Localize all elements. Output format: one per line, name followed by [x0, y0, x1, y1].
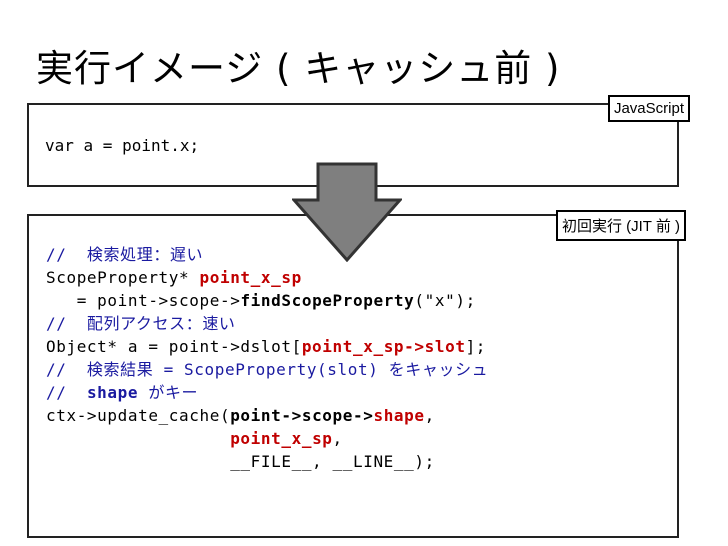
code-text: __FILE__, __LINE__); [46, 452, 435, 471]
javascript-code: var a = point.x; [45, 136, 200, 155]
code-text: ScopeProperty* [46, 268, 200, 287]
down-arrow-icon [292, 162, 402, 262]
code-bold: point->scope-> [230, 406, 374, 425]
generated-code: // 検索処理：遅い ScopeProperty* point_x_sp = p… [46, 243, 488, 473]
function-name: findScopeProperty [240, 291, 415, 310]
comment-line: // shape がキー [46, 383, 198, 402]
code-text: = point->scope-> [46, 291, 241, 310]
comment-line: // 検索処理：遅い [46, 245, 204, 264]
highlight-var: point_x_sp [230, 429, 333, 448]
highlight-var: shape [373, 406, 425, 425]
javascript-label: JavaScript [607, 95, 690, 122]
code-text: ctx->update_cache( [46, 406, 231, 425]
highlight-var: point_x_sp [199, 268, 302, 287]
slide-title: 実行イメージ ( キャッシュ前 ) [36, 47, 561, 90]
generated-code-box [27, 214, 679, 538]
code-text: , [424, 406, 435, 425]
comment-line: // 検索結果 = ScopeProperty(slot) をキャッシュ [46, 360, 489, 379]
comment-prefix: // [46, 383, 87, 402]
code-text: , [332, 429, 343, 448]
code-text [46, 429, 230, 448]
first-run-label: 初回実行 (JIT 前 ) [555, 210, 686, 241]
comment-keyword: shape [86, 383, 139, 402]
code-text: ]; [465, 337, 487, 356]
code-text: Object* a = point->dslot[ [46, 337, 302, 356]
comment-text: がキー [138, 383, 199, 402]
comment-line: // 配列アクセス：速い [46, 314, 236, 333]
highlight-var: point_x_sp->slot [301, 337, 466, 356]
code-text: ("x"); [414, 291, 476, 310]
